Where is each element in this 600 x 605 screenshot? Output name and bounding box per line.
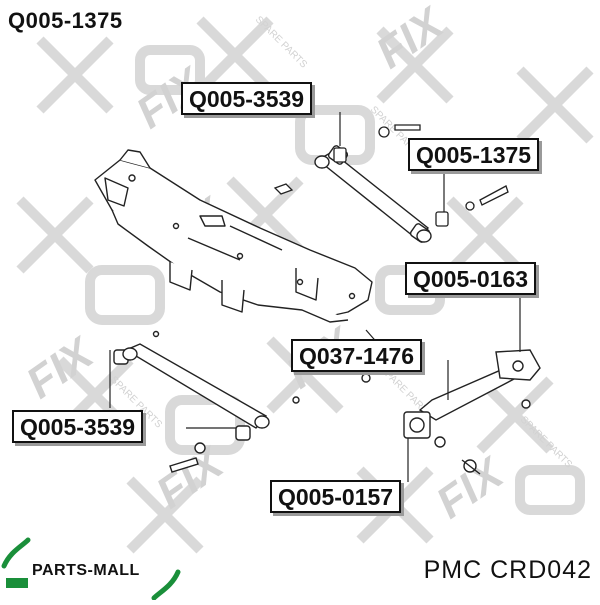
upper-link-arm: [314, 145, 432, 243]
callout-lower-left: Q005-3539: [12, 410, 144, 443]
crossmember: [94, 149, 373, 323]
parts-mall-logo-icon: [1, 537, 181, 601]
part-code: PMC CRD042: [423, 556, 592, 584]
lower-right-link-arm: [361, 349, 541, 475]
watermark-tagline-6: SPARE PARTS: [518, 414, 574, 470]
brand-name: PARTS-MALL: [32, 562, 140, 579]
watermark-logo-2: FIX: [368, 0, 454, 78]
callout-bottom: Q005-0157: [270, 480, 402, 513]
upper-bushing-parts: [273, 124, 509, 227]
lower-left-link-arm: [113, 330, 300, 473]
callout-right-mid: Q005-0163: [405, 262, 537, 295]
callout-center: Q037-1476: [291, 339, 423, 372]
page-title: Q005-1375: [8, 8, 123, 33]
watermark-tagline-1: SPARE PARTS: [253, 14, 309, 70]
callout-upper-right: Q005-1375: [408, 138, 540, 171]
callout-upper-left: Q005-3539: [181, 82, 313, 115]
